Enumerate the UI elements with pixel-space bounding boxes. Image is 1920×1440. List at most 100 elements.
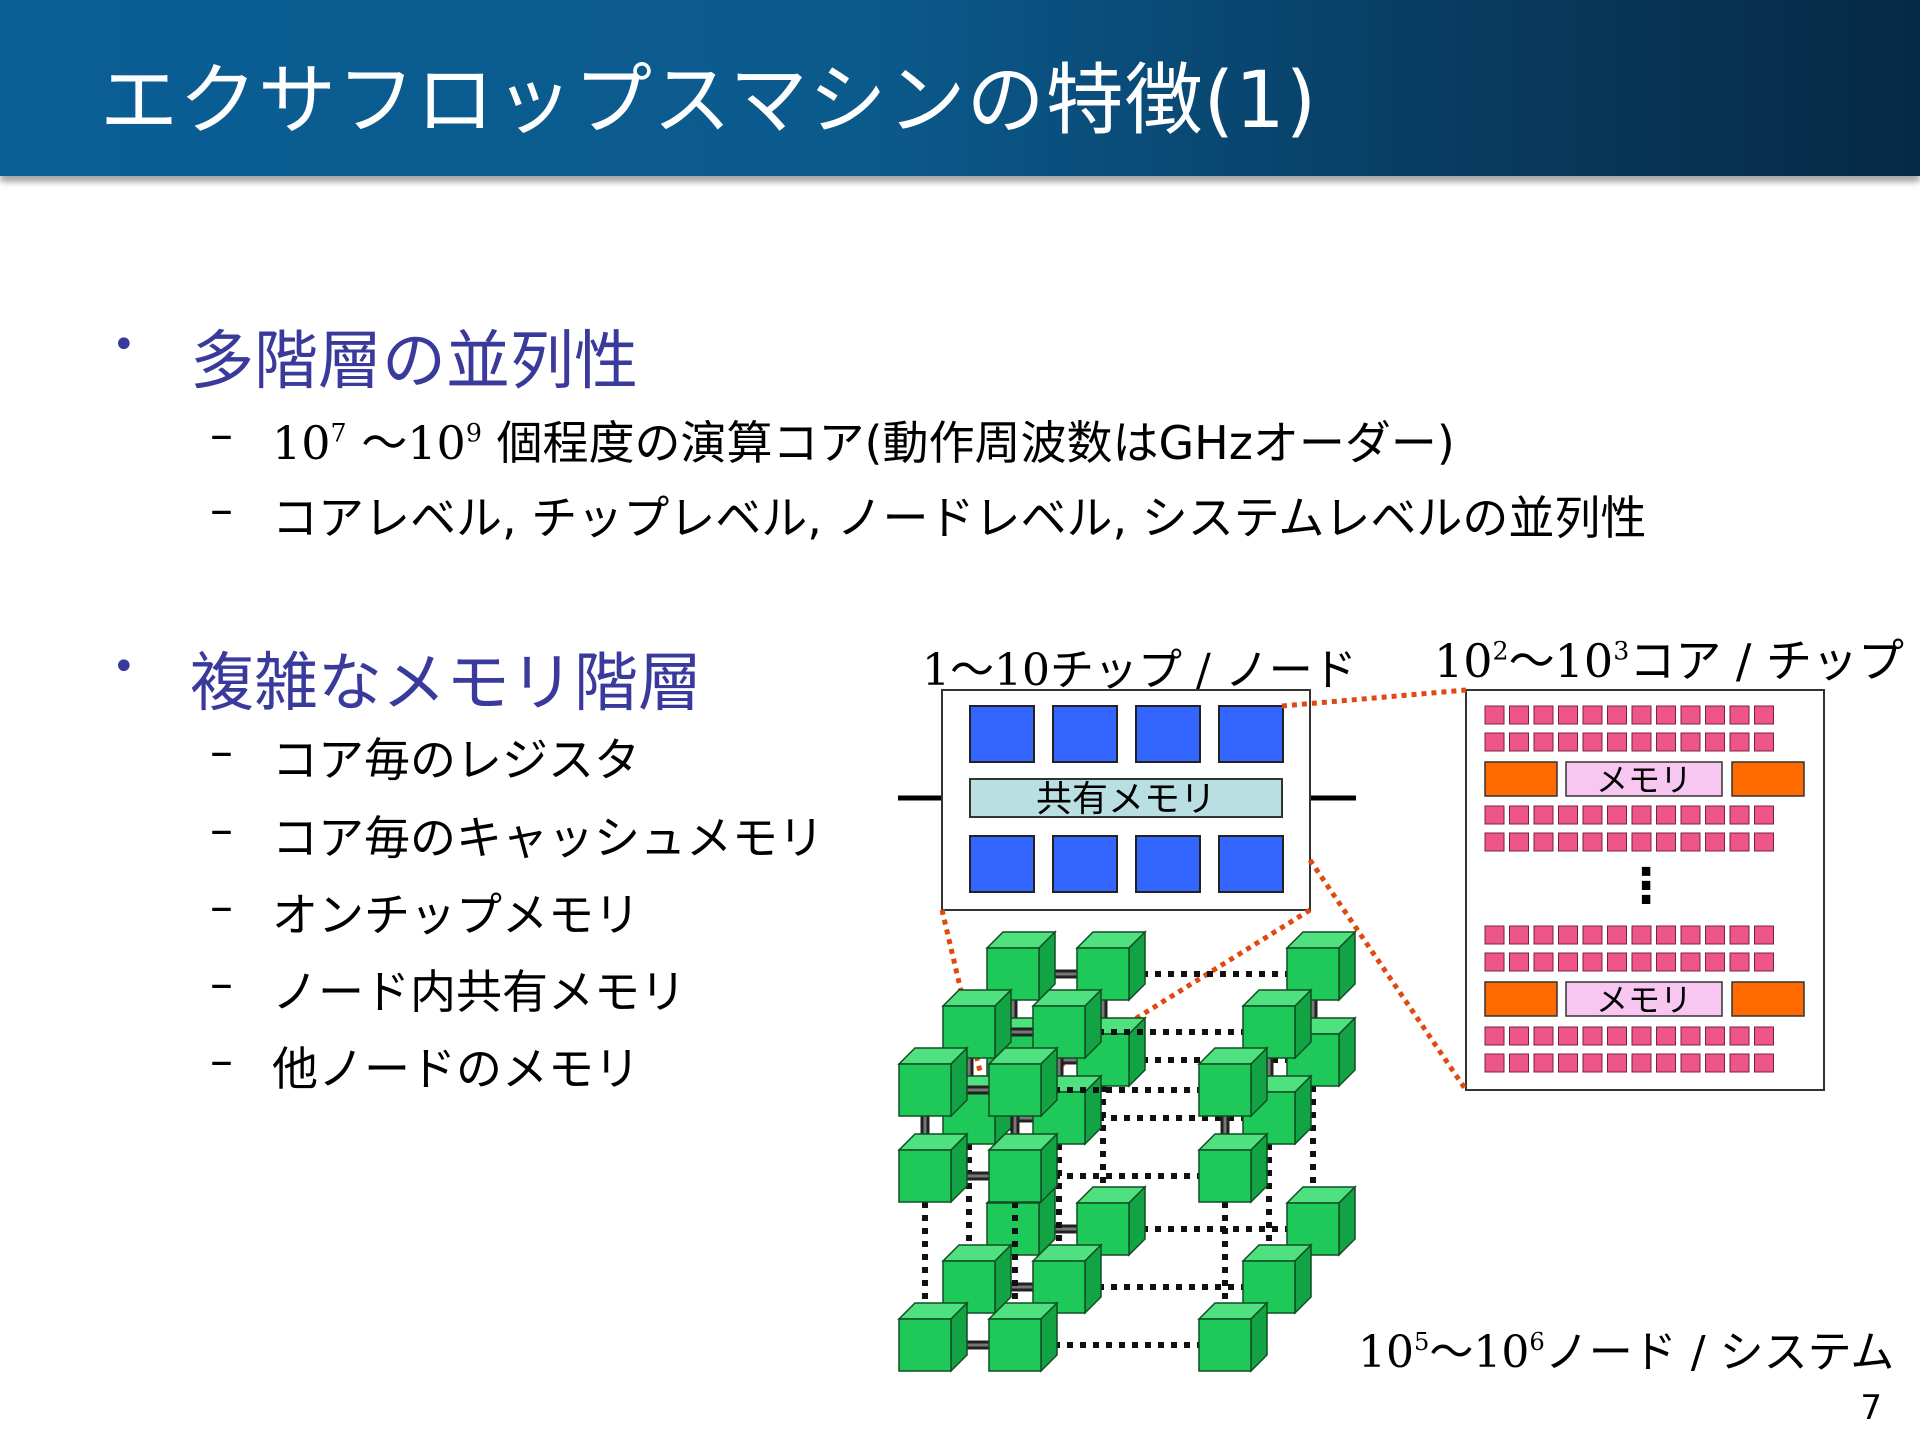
bullet-dot-icon: • bbox=[112, 644, 136, 690]
bullet-dot-icon: • bbox=[112, 322, 136, 368]
core-block bbox=[1705, 732, 1725, 752]
cores-range-base2: 10 bbox=[407, 416, 466, 470]
core-block bbox=[1582, 732, 1603, 752]
core-block bbox=[1754, 1026, 1774, 1046]
system-label-exp2: 6 bbox=[1529, 1328, 1545, 1357]
node-cube-front bbox=[1198, 1063, 1252, 1117]
system-label: 105～106ノード / システム bbox=[1358, 1316, 1894, 1380]
core-block bbox=[1484, 805, 1505, 825]
sub-item-cache: – コア毎のキャッシュメモリ bbox=[210, 802, 824, 868]
node-cube-front bbox=[988, 1149, 1042, 1203]
core-block bbox=[1484, 925, 1505, 945]
chip-block bbox=[1052, 835, 1118, 893]
core-block bbox=[1607, 705, 1627, 725]
core-block bbox=[1607, 1026, 1627, 1046]
system-label-rest: ノード / システム bbox=[1544, 1327, 1895, 1378]
chip-block bbox=[1135, 705, 1201, 763]
core-block bbox=[1656, 705, 1676, 725]
core-block bbox=[1558, 732, 1578, 752]
cache-block bbox=[1731, 981, 1805, 1017]
sub-item-register: – コア毎のレジスタ bbox=[210, 724, 640, 790]
system-label-exp1: 5 bbox=[1414, 1328, 1430, 1357]
core-block bbox=[1509, 925, 1529, 945]
sub-item-other-node-label: 他ノードのメモリ bbox=[272, 1042, 640, 1096]
core-block bbox=[1680, 952, 1701, 972]
slide-title: エクサフロップスマシンの特徴(1) bbox=[100, 56, 1318, 146]
core-block bbox=[1656, 805, 1676, 825]
core-block bbox=[1705, 925, 1725, 945]
core-block bbox=[1680, 1053, 1701, 1073]
core-block bbox=[1533, 1026, 1554, 1046]
core-block bbox=[1558, 925, 1578, 945]
chip-label-base1: 10 bbox=[1434, 634, 1493, 688]
core-block bbox=[1582, 925, 1603, 945]
core-block bbox=[1558, 705, 1578, 725]
dash-icon: – bbox=[210, 879, 233, 933]
cache-block bbox=[1484, 981, 1558, 1017]
core-block bbox=[1533, 805, 1554, 825]
memory-label: メモリ bbox=[1596, 761, 1692, 799]
core-block bbox=[1754, 1053, 1774, 1073]
memory-block bbox=[1565, 761, 1723, 797]
chip-label-exp1: 2 bbox=[1492, 636, 1509, 666]
sub-item-levels: – コアレベル, チップレベル, ノードレベル, システムレベルの並列性 bbox=[210, 482, 1647, 548]
core-block bbox=[1729, 1026, 1750, 1046]
core-block bbox=[1729, 805, 1750, 825]
core-block bbox=[1705, 832, 1725, 852]
zoom-line-chip-top bbox=[1281, 687, 1467, 709]
core-block bbox=[1509, 705, 1529, 725]
core-block bbox=[1754, 705, 1774, 725]
core-block bbox=[1729, 1053, 1750, 1073]
chip-block bbox=[969, 835, 1035, 893]
core-block bbox=[1754, 832, 1774, 852]
core-block bbox=[1484, 952, 1505, 972]
chip-label-base2: 10 bbox=[1554, 634, 1614, 688]
core-block bbox=[1729, 832, 1750, 852]
core-block bbox=[1509, 952, 1529, 972]
chip-label-mid: ～ bbox=[1508, 634, 1555, 688]
core-block bbox=[1680, 805, 1701, 825]
dash-icon: – bbox=[210, 482, 233, 536]
chip-frame bbox=[1465, 689, 1825, 1091]
core-block bbox=[1680, 732, 1701, 752]
core-block bbox=[1484, 705, 1505, 725]
sub-item-levels-label: コアレベル, チップレベル, ノードレベル, システムレベルの並列性 bbox=[272, 491, 1647, 545]
bullet-memory-hierarchy-label: 複雑なメモリ階層 bbox=[190, 647, 702, 721]
node-cube-front bbox=[1198, 1318, 1252, 1372]
bullet-parallelism: • 多階層の並列性 bbox=[112, 310, 638, 402]
core-block bbox=[1656, 1026, 1676, 1046]
core-block bbox=[1484, 1053, 1505, 1073]
core-block bbox=[1533, 925, 1554, 945]
node-cube-front bbox=[988, 1063, 1042, 1117]
core-block bbox=[1582, 832, 1603, 852]
core-block bbox=[1656, 1053, 1676, 1073]
core-block bbox=[1705, 1053, 1725, 1073]
core-block bbox=[1607, 832, 1627, 852]
core-block bbox=[1754, 925, 1774, 945]
cores-range-mid: ～ bbox=[346, 416, 408, 470]
sub-item-other-node: – 他ノードのメモリ bbox=[210, 1033, 640, 1099]
sub-item-node-shared: – ノード内共有メモリ bbox=[210, 956, 686, 1022]
core-block bbox=[1656, 952, 1676, 972]
chip-box: メモリ⋮メモリ bbox=[1465, 689, 1825, 1091]
node-cube-front bbox=[988, 1318, 1042, 1372]
sub-item-cores: – 107 ～109 個程度の演算コア(動作周波数はGHzオーダー) bbox=[210, 407, 1455, 473]
shared-memory-block bbox=[969, 778, 1283, 818]
title-bar: エクサフロップスマシンの特徴(1) bbox=[0, 0, 1920, 176]
cores-range-exp2: 9 bbox=[465, 418, 482, 448]
core-block bbox=[1533, 952, 1554, 972]
chip-label-exp2: 3 bbox=[1613, 636, 1630, 666]
node-label: 1～10チップ / ノード bbox=[922, 634, 1357, 698]
zoom-line-chip-bottom bbox=[1307, 858, 1469, 1092]
core-block bbox=[1631, 705, 1652, 725]
cores-range-base1: 10 bbox=[272, 416, 331, 470]
core-block bbox=[1729, 732, 1750, 752]
dash-icon: – bbox=[210, 724, 233, 778]
bullet-parallelism-label: 多階層の並列性 bbox=[190, 325, 638, 399]
core-block bbox=[1754, 952, 1774, 972]
dash-icon: – bbox=[210, 956, 233, 1010]
cache-block bbox=[1731, 761, 1805, 797]
core-block bbox=[1509, 1026, 1529, 1046]
core-block bbox=[1484, 1026, 1505, 1046]
system-label-base2: 10 bbox=[1473, 1327, 1530, 1378]
